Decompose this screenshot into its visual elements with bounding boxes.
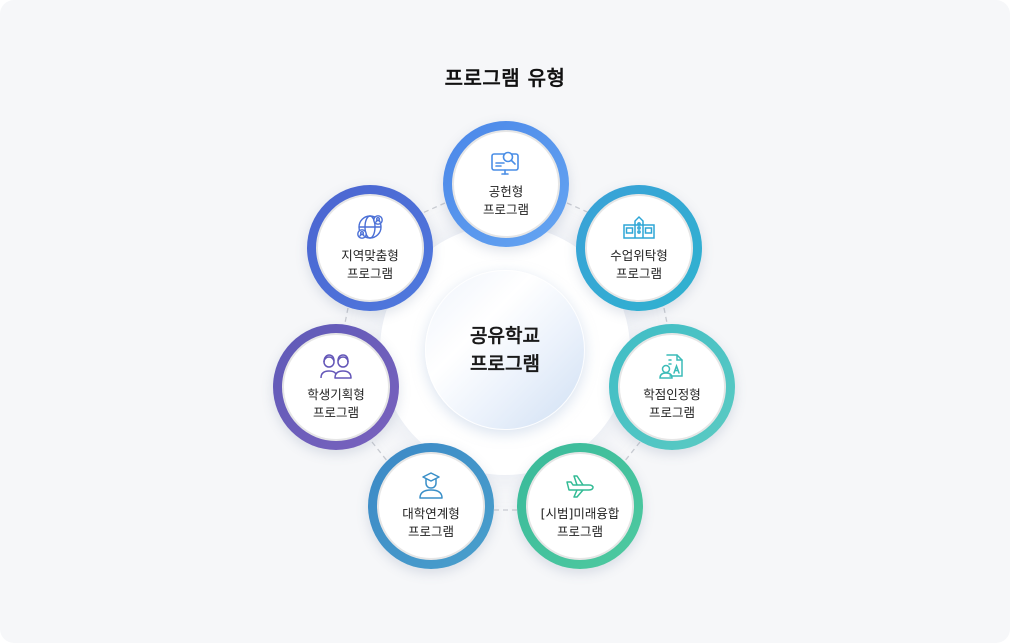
certificate-icon: [659, 354, 683, 379]
node-label-line1: 학생기획형: [307, 387, 365, 402]
node-label-line2: 프로그램: [407, 524, 454, 539]
node-label-line1: 학점인정형: [643, 387, 701, 402]
node-class-consignment[interactable]: 수업위탁형 프로그램: [576, 185, 702, 311]
monitor-search-icon: [491, 151, 519, 175]
center-title-line1: 공유학교: [470, 325, 540, 347]
node-future-convergence[interactable]: [시범]미래융합 프로그램: [517, 443, 643, 569]
center-title-line2: 프로그램: [470, 353, 540, 375]
node-label-line1: 대학연계형: [402, 506, 460, 521]
node-regional-custom[interactable]: 지역맞춤형 프로그램: [307, 185, 433, 311]
node-label-line1: 수업위탁형: [610, 248, 668, 263]
node-label-line2: 프로그램: [312, 405, 359, 420]
node-university-link[interactable]: 대학연계형 프로그램: [368, 443, 494, 569]
node-label-line1: 공헌형: [488, 184, 524, 199]
school-building-icon: [623, 215, 655, 239]
center-hub: 공유학교 프로그램: [425, 270, 585, 430]
node-label-line2: 프로그램: [346, 266, 393, 281]
node-label-line2: 프로그램: [556, 524, 603, 539]
node-label-line2: 프로그램: [615, 266, 662, 281]
node-label-line2: 프로그램: [482, 202, 529, 217]
diagram-title: 프로그램 유형: [444, 66, 566, 90]
node-student-planned[interactable]: 학생기획형 프로그램: [273, 324, 399, 450]
node-label-line2: 프로그램: [648, 405, 695, 420]
node-credit-recognition[interactable]: 학점인정형 프로그램: [609, 324, 735, 450]
airplane-icon: [566, 475, 594, 498]
graduate-icon: [419, 472, 443, 499]
node-label-line1: [시범]미래융합: [540, 506, 620, 521]
node-label-line1: 지역맞춤형: [341, 248, 399, 263]
globe-people-icon: [357, 215, 383, 239]
node-contribution[interactable]: 공헌형 프로그램: [443, 121, 569, 247]
students-icon: [320, 354, 352, 379]
